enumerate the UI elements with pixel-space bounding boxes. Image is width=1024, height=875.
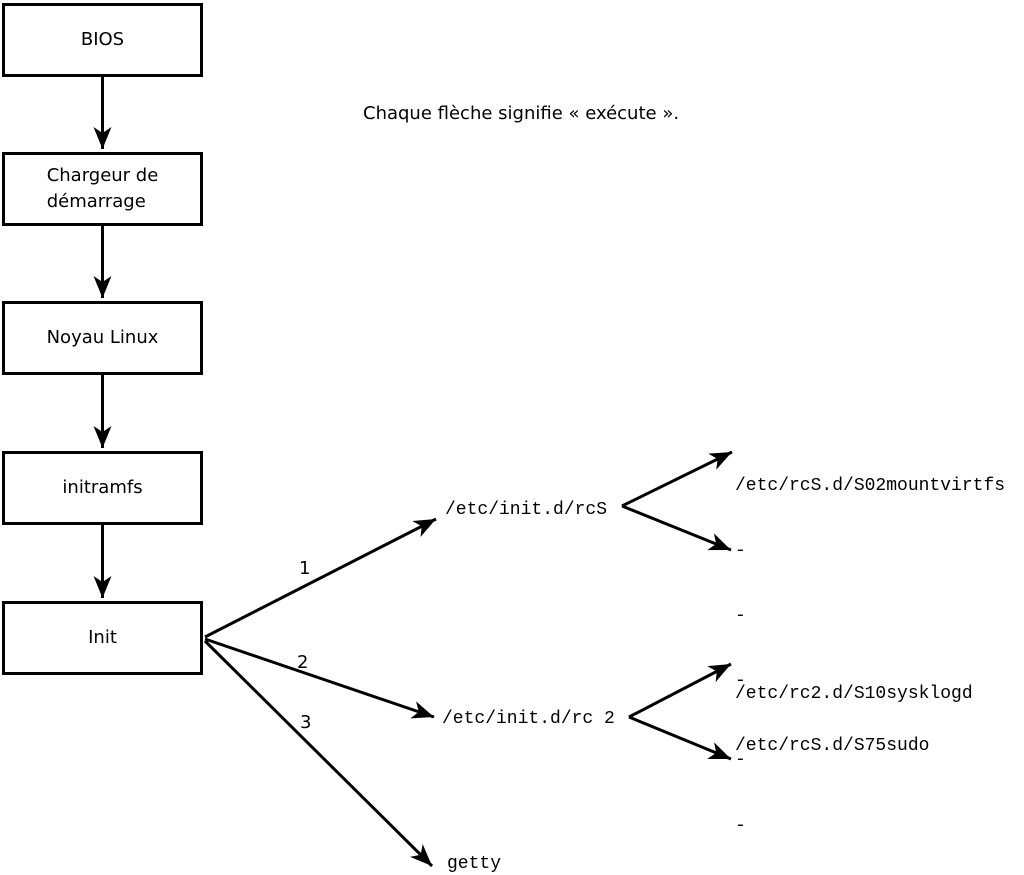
node-bootloader-label-line1: Chargeur de bbox=[46, 165, 159, 186]
target-getty: getty bbox=[447, 854, 502, 874]
rc2-script-first: /etc/rc2.d/S10sysklogd bbox=[735, 684, 973, 704]
arrow-rc2-to-s10sysklogd bbox=[628, 662, 732, 719]
rcs-script-first: /etc/rcS.d/S02mountvirtfs bbox=[735, 476, 1006, 496]
rc2-script-ellipsis-2: - bbox=[735, 816, 746, 836]
rcs-script-ellipsis-2: - bbox=[735, 606, 746, 626]
node-kernel-label: Noyau Linux bbox=[46, 327, 159, 348]
arrow-init-to-getty bbox=[203, 639, 434, 868]
arrow-rcs-to-s75sudo bbox=[621, 504, 732, 552]
node-bootloader: Chargeur de démarrage bbox=[2, 152, 203, 226]
target-rc2-path: /etc/init.d/rc 2 bbox=[442, 709, 615, 729]
branch-label-1: 1 bbox=[299, 558, 311, 579]
rcs-script-last: /etc/rcS.d/S75sudo bbox=[735, 736, 930, 756]
node-initramfs: initramfs bbox=[2, 451, 203, 525]
rc2-script-list: /etc/rc2.d/S10sysklogd - - - /etc/rc2.d/… bbox=[735, 641, 973, 875]
rc2-script-ellipsis-1: - bbox=[735, 750, 746, 770]
arrow-init-to-rc2 bbox=[204, 637, 435, 719]
node-kernel: Noyau Linux bbox=[2, 301, 203, 375]
node-bios-label: BIOS bbox=[80, 29, 125, 50]
node-init: Init bbox=[2, 601, 203, 675]
arrow-init-to-rcs bbox=[204, 517, 437, 639]
node-initramfs-label: initramfs bbox=[62, 477, 143, 498]
rcs-script-ellipsis-3: - bbox=[735, 671, 746, 691]
target-rcs-path: /etc/init.d/rcS bbox=[445, 500, 608, 520]
branch-label-2: 2 bbox=[297, 652, 309, 673]
rcs-script-ellipsis-1: - bbox=[735, 541, 746, 561]
arrow-rcs-to-s02mountvirtfs bbox=[621, 450, 733, 508]
arrow-rc2-to-s99gdm bbox=[628, 715, 732, 761]
branch-label-3: 3 bbox=[300, 712, 312, 733]
node-init-label: Init bbox=[88, 627, 117, 648]
node-bootloader-label-line2: démarrage bbox=[46, 191, 146, 212]
node-bios: BIOS bbox=[2, 3, 203, 77]
rcs-script-list: /etc/rcS.d/S02mountvirtfs - - - /etc/rcS… bbox=[735, 434, 1005, 799]
legend-note: Chaque flèche signifie « exécute ». bbox=[363, 103, 680, 124]
